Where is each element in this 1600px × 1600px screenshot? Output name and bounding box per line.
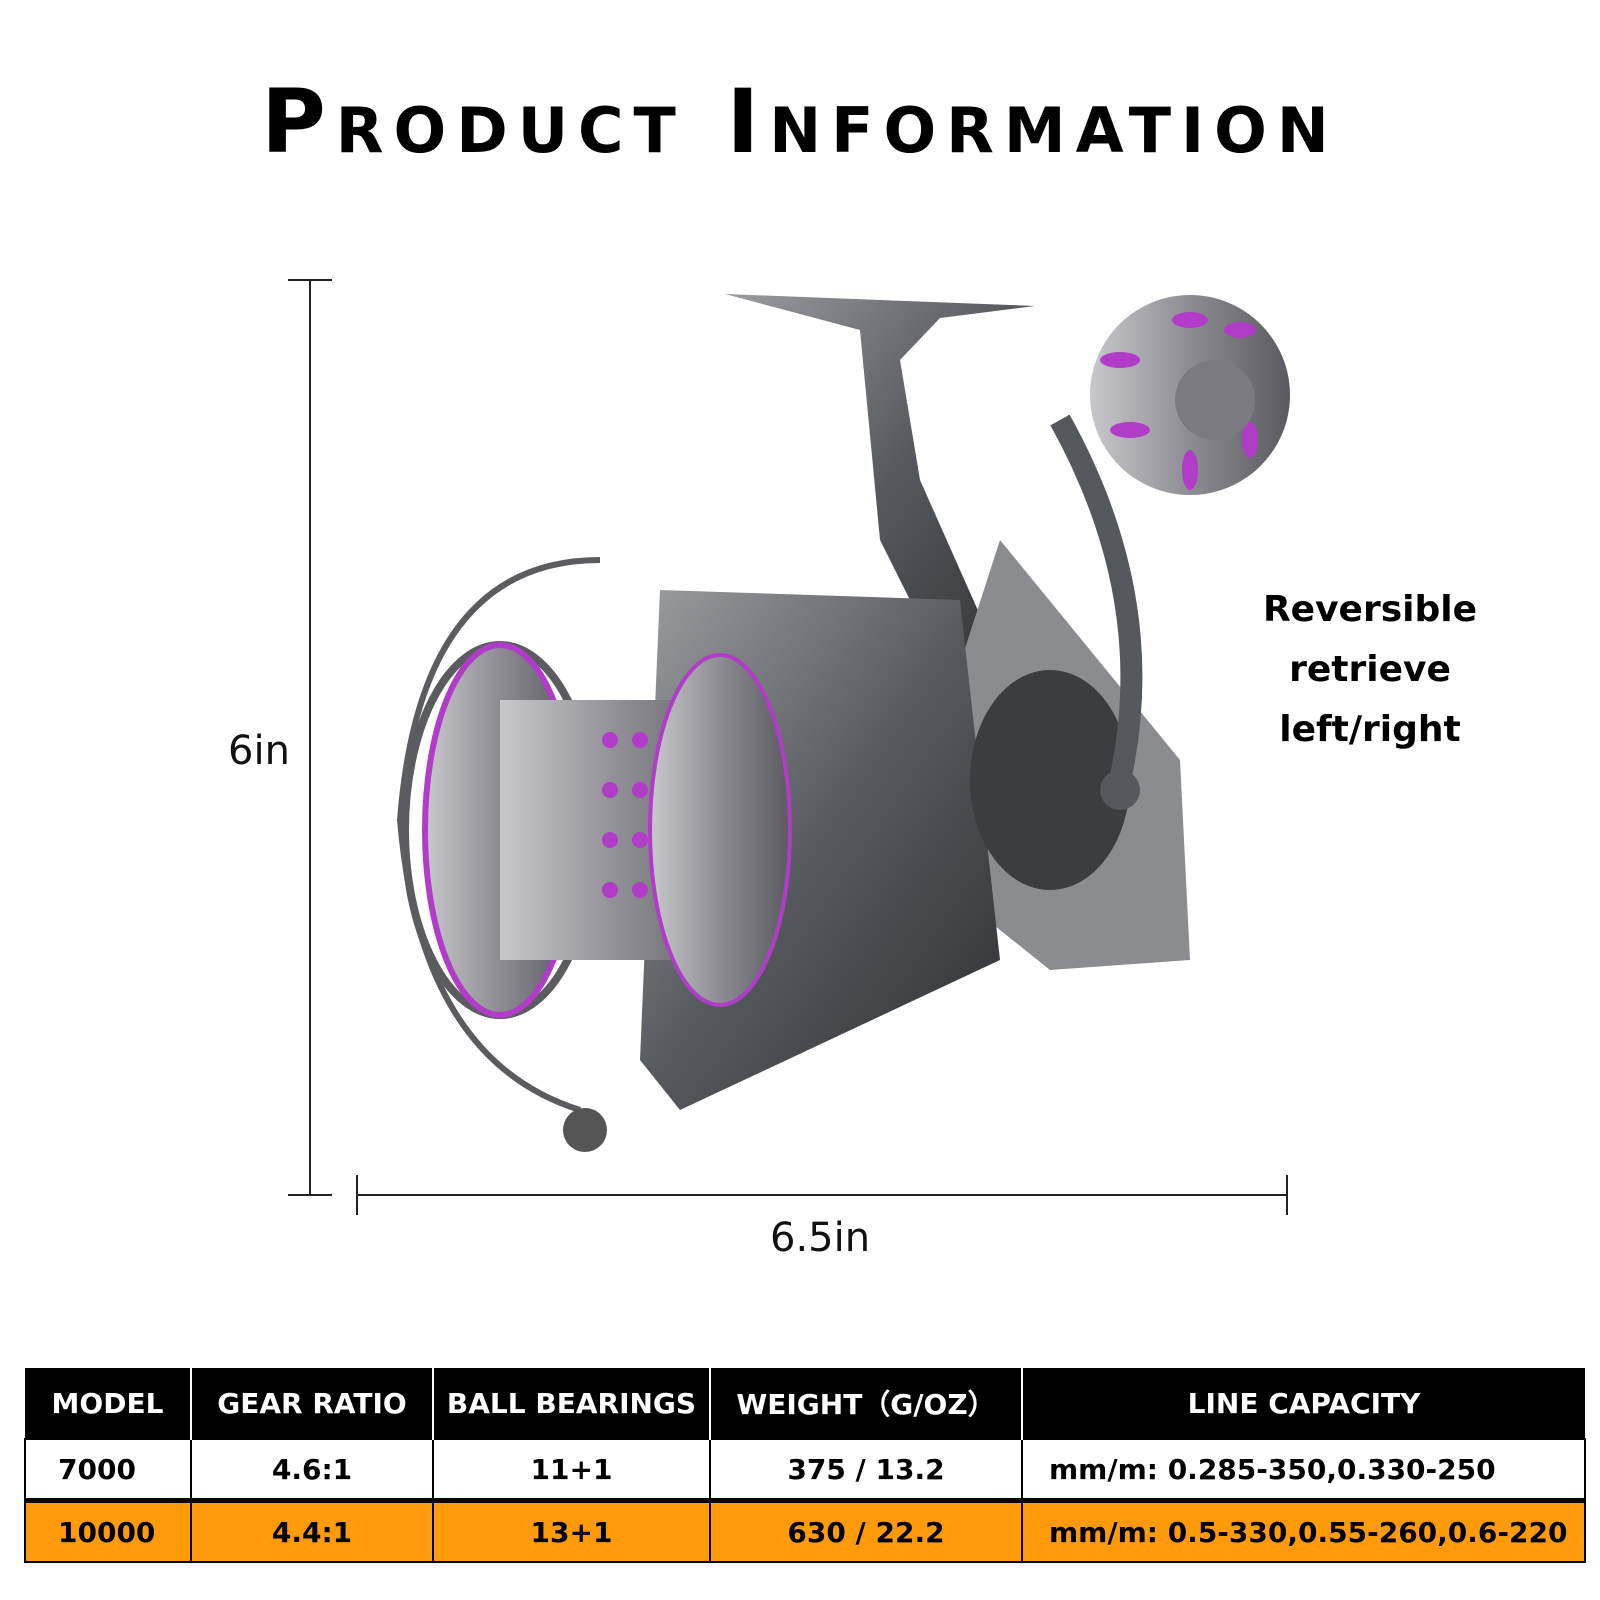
cell-line-capacity: mm/m: 0.5-330,0.55-260,0.6-220 (1021, 1498, 1586, 1563)
cell-ball-bearings: 13+1 (432, 1498, 711, 1563)
header-gear-ratio: GEAR RATIO (190, 1368, 433, 1439)
reversible-retrieve-note: Reversible retrieve left/right (1180, 580, 1560, 760)
header-line-capacity: LINE CAPACITY (1021, 1368, 1585, 1439)
cell-gear-ratio: 4.4:1 (190, 1498, 434, 1563)
header-weight: WEIGHT（G/OZ） (709, 1368, 1022, 1439)
note-line-1: Reversible retrieve (1262, 589, 1478, 690)
cell-line-capacity: mm/m: 0.285-350,0.330-250 (1021, 1438, 1586, 1502)
cell-gear-ratio: 4.6:1 (190, 1438, 434, 1502)
cell-weight: 630 / 22.2 (709, 1498, 1023, 1563)
cell-model: 10000 (24, 1498, 192, 1563)
spec-table: MODEL GEAR RATIO BALL BEARINGS WEIGHT（G/… (24, 1368, 1586, 1563)
width-label: 6.5in (770, 1215, 871, 1261)
table-header-row: MODEL GEAR RATIO BALL BEARINGS WEIGHT（G/… (25, 1368, 1585, 1439)
table-row: 10000 4.4:1 13+1 630 / 22.2 mm/m: 0.5-33… (24, 1498, 1586, 1563)
cell-ball-bearings: 11+1 (432, 1438, 711, 1502)
cell-model: 7000 (24, 1438, 192, 1502)
page-title: Product Information (261, 70, 1339, 173)
cell-weight: 375 / 13.2 (709, 1438, 1023, 1502)
table-row: 7000 4.6:1 11+1 375 / 13.2 mm/m: 0.285-3… (24, 1438, 1586, 1502)
header-ball-bearings: BALL BEARINGS (432, 1368, 710, 1439)
header-model: MODEL (25, 1368, 191, 1439)
height-label: 6in (228, 728, 290, 774)
note-line-2: left/right (1279, 709, 1461, 750)
